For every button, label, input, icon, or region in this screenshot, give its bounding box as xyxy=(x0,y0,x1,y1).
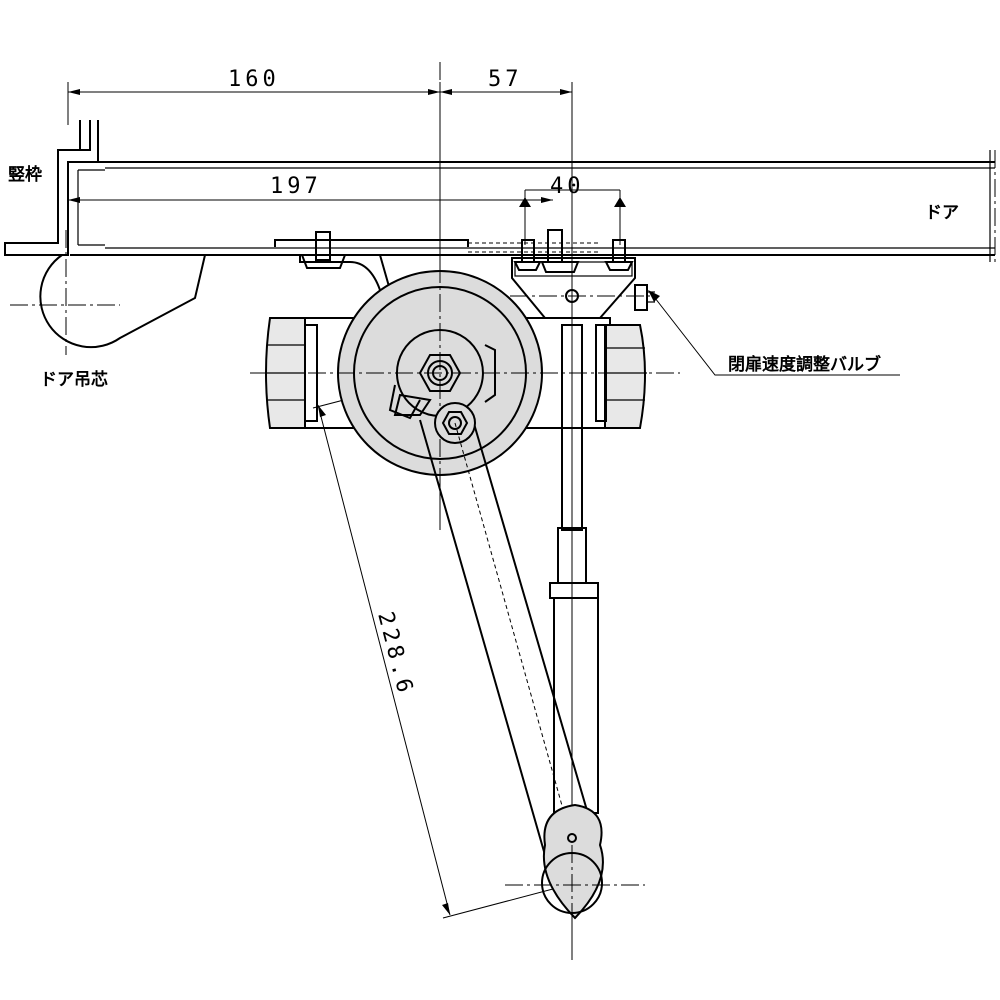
dim-160: 160 xyxy=(228,67,280,92)
dimension-lines xyxy=(67,82,626,960)
label-hinge-center: ドア吊芯 xyxy=(40,369,108,390)
label-door: ドア xyxy=(925,203,959,223)
valve-leader xyxy=(648,290,900,376)
label-speed-valve: 閉扉速度調整バルブ xyxy=(728,354,881,375)
dim-228-6: 228.6 xyxy=(372,609,418,699)
dim-197: 197 xyxy=(270,174,322,199)
closer-body xyxy=(250,62,680,530)
rod-arm xyxy=(505,324,645,960)
labels: 竪枠 ドア ドア吊芯 閉扉速度調整バルブ xyxy=(8,165,959,390)
dim-40: 40 xyxy=(550,174,585,199)
label-frame: 竪枠 xyxy=(8,165,42,185)
dim-57: 57 xyxy=(488,67,523,92)
door-frame xyxy=(4,120,996,355)
